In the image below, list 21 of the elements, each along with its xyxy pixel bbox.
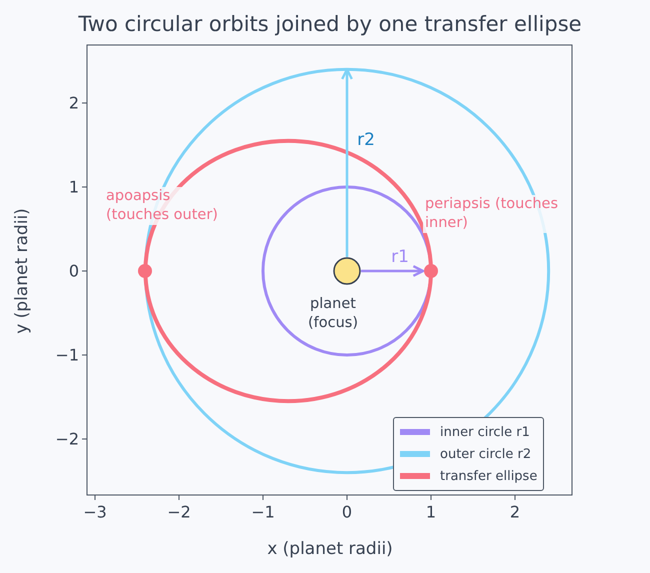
tick-label: 1 bbox=[426, 502, 436, 522]
axis-title: x (planet radii) bbox=[267, 539, 393, 559]
axis-title: y (planet radii) bbox=[12, 208, 32, 334]
edge-label: r2 bbox=[357, 130, 375, 150]
arrow bbox=[341, 68, 353, 257]
legend-label: inner circle r1 bbox=[440, 424, 530, 440]
tick-label: −2 bbox=[167, 502, 191, 522]
tick-label: 1 bbox=[68, 178, 79, 196]
legend-label: transfer ellipse bbox=[440, 468, 538, 484]
edge-label: r1 bbox=[391, 247, 409, 267]
tick-label: −2 bbox=[55, 430, 79, 448]
tick-label: 2 bbox=[510, 502, 520, 522]
legend-label: outer circle r2 bbox=[440, 446, 532, 462]
tick-label: −1 bbox=[55, 346, 79, 364]
tick-label: 2 bbox=[68, 94, 79, 112]
tick-label: −3 bbox=[83, 502, 107, 522]
chart-title: Two circular orbits joined by one transfer ellipse bbox=[78, 12, 582, 36]
tick-label: −1 bbox=[251, 502, 275, 522]
tick-label: 0 bbox=[342, 502, 352, 522]
arrow bbox=[361, 265, 424, 277]
tick-label: 0 bbox=[68, 262, 79, 280]
